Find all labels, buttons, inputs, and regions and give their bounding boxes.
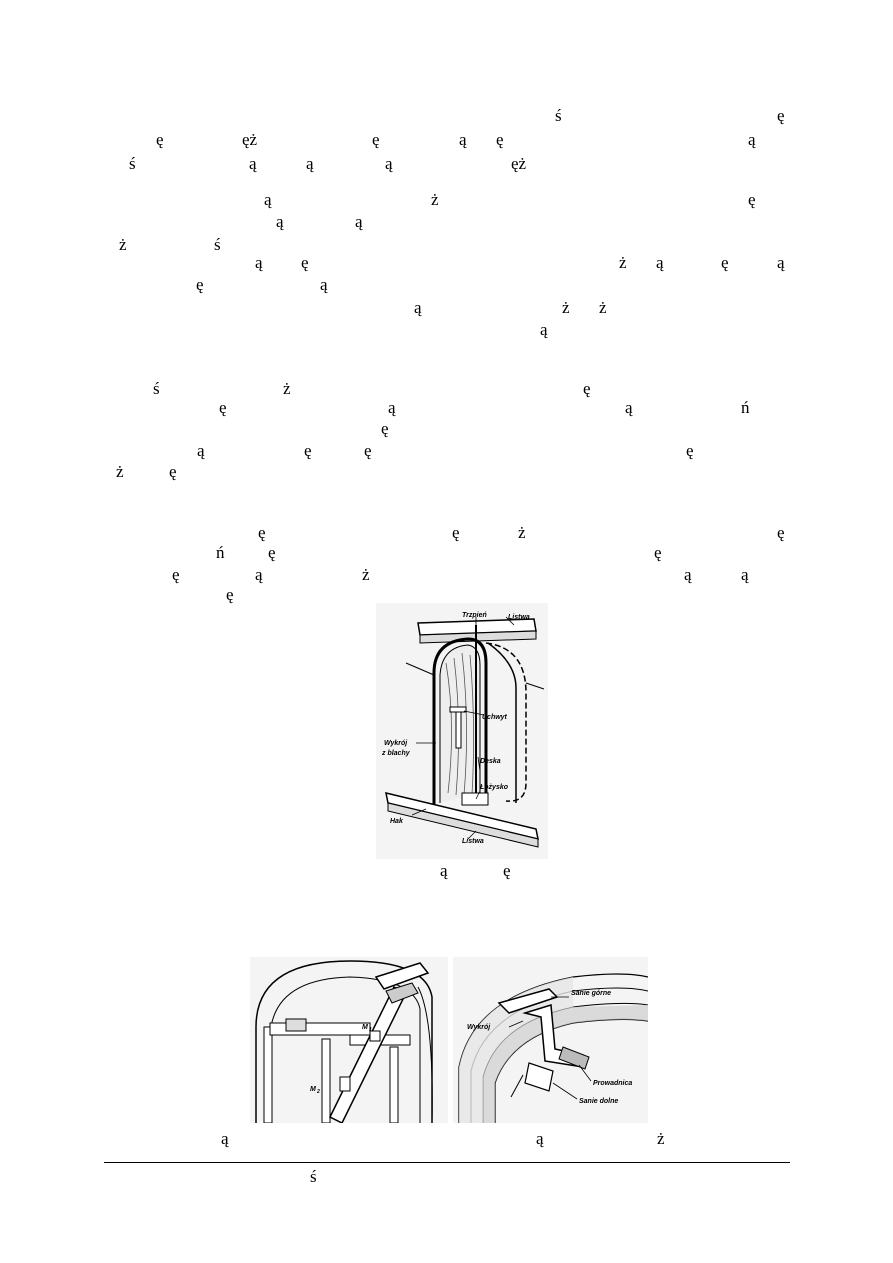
text-glyph: ą: [320, 275, 328, 294]
text-glyph: ą: [414, 298, 422, 317]
text-glyph: ę: [452, 523, 460, 542]
caption-glyph: ę: [503, 861, 511, 880]
text-glyph: ą: [385, 154, 393, 173]
text-glyph: ę: [583, 379, 591, 398]
text-glyph: ż: [431, 190, 439, 209]
footnote-glyph: ś: [310, 1167, 317, 1186]
sledge-figure: Sanie górne Wykrój Prowadnica Sanie doln…: [453, 957, 648, 1123]
text-glyph: ż: [119, 235, 127, 254]
text-glyph: ż: [619, 253, 627, 272]
label-m1: M: [362, 1024, 368, 1031]
text-glyph: ą: [276, 212, 284, 231]
label-z-blachy: z blachy: [381, 750, 411, 757]
text-glyph: ą: [777, 253, 785, 272]
text-glyph: ą: [355, 212, 363, 231]
text-glyph: ę: [364, 441, 372, 460]
label-sanie-gorne: Sanie górne: [571, 990, 611, 997]
label-deska: Deska: [480, 758, 501, 765]
text-glyph: ę: [226, 585, 234, 604]
label-uchwyt: Uchwyt: [482, 714, 508, 721]
text-glyph: ą: [264, 190, 272, 209]
text-glyph: ą: [684, 565, 692, 584]
text-glyph: ęż: [242, 130, 258, 149]
template-figure: Trzpień Listwa Uchwyt Wykrój z blachy De…: [376, 603, 548, 859]
caption-glyph: ż: [657, 1129, 665, 1148]
text-glyph: ń: [741, 398, 750, 417]
label-m1-sub: 1: [369, 1027, 372, 1033]
text-glyph: ś: [153, 379, 160, 398]
text-glyph: ą: [459, 130, 467, 149]
text-glyph: ą: [306, 154, 314, 173]
text-glyph: ę: [686, 441, 694, 460]
text-glyph: ęż: [511, 154, 527, 173]
text-glyph: ż: [116, 462, 124, 481]
label-wykroj: Wykrój: [467, 1024, 491, 1031]
label-trzpien: Trzpień: [462, 612, 487, 619]
text-glyph: ę: [156, 130, 164, 149]
text-glyph: ę: [304, 441, 312, 460]
text-glyph: ę: [721, 253, 729, 272]
label-listwa-bottom: Listwa: [462, 838, 484, 845]
text-glyph: ż: [599, 298, 607, 317]
text-glyph: ś: [129, 154, 136, 173]
label-wykroj: Wykrój: [384, 740, 408, 747]
label-m2: M: [310, 1086, 316, 1093]
text-glyph: ę: [169, 462, 177, 481]
text-glyph: ż: [283, 379, 291, 398]
label-lozysko: Łożysko: [479, 784, 509, 791]
text-glyph: ą: [197, 441, 205, 460]
text-glyph: ś: [214, 235, 221, 254]
arch-frame-figure: M 1 M 2: [250, 957, 448, 1123]
text-glyph: ż: [518, 523, 526, 542]
caption-glyph: ą: [221, 1129, 229, 1148]
text-glyph: ą: [540, 320, 548, 339]
text-glyph: ę: [748, 190, 756, 209]
text-glyph: ę: [654, 543, 662, 562]
text-glyph: ę: [172, 565, 180, 584]
text-glyph: ś: [555, 106, 562, 125]
text-glyph: ę: [777, 106, 785, 125]
text-glyph: ą: [656, 253, 664, 272]
text-glyph: ż: [362, 565, 370, 584]
label-hak: Hak: [390, 818, 404, 825]
text-glyph: ą: [748, 130, 756, 149]
text-glyph: ę: [196, 275, 204, 294]
text-glyph: ą: [741, 565, 749, 584]
label-sanie-dolne: Sanie dolne: [579, 1098, 618, 1105]
caption-glyph: ą: [440, 861, 448, 880]
label-listwa-top: Listwa: [508, 614, 530, 621]
text-glyph: ę: [777, 523, 785, 542]
text-glyph: ę: [381, 419, 389, 438]
footnote-separator: [104, 1162, 790, 1163]
text-glyph: ą: [388, 398, 396, 417]
text-glyph: ę: [258, 523, 266, 542]
label-m2-sub: 2: [316, 1089, 320, 1095]
text-glyph: ę: [496, 130, 504, 149]
text-glyph: ń: [216, 543, 225, 562]
text-glyph: ę: [301, 253, 309, 272]
text-glyph: ę: [372, 130, 380, 149]
text-glyph: ę: [219, 398, 227, 417]
text-glyph: ę: [268, 543, 276, 562]
text-glyph: ą: [255, 253, 263, 272]
text-glyph: ą: [255, 565, 263, 584]
text-glyph: ą: [625, 398, 633, 417]
text-glyph: ą: [249, 154, 257, 173]
caption-glyph: ą: [536, 1129, 544, 1148]
text-glyph: ż: [562, 298, 570, 317]
label-prowadnica: Prowadnica: [593, 1080, 632, 1087]
